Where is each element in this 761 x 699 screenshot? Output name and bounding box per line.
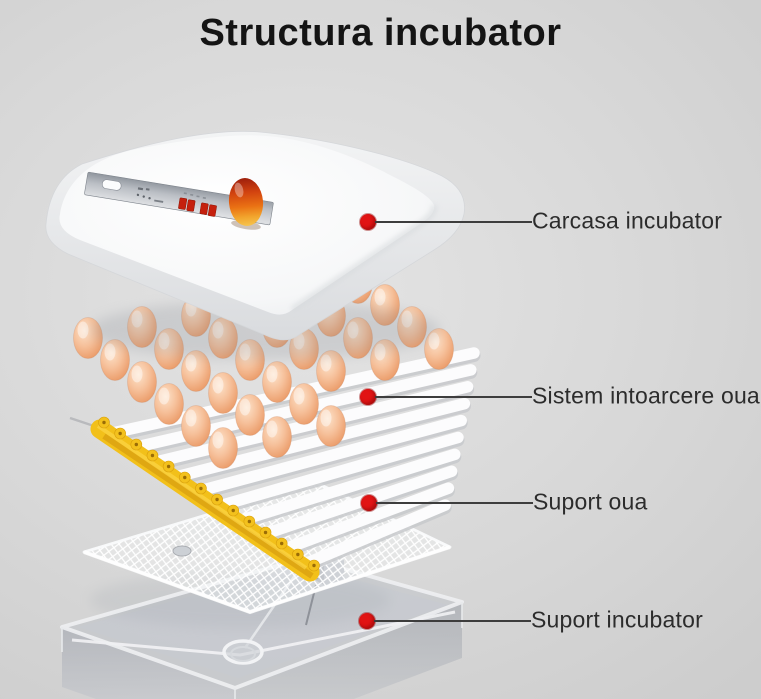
part-label: Sistem intoarcere oua <box>532 382 760 409</box>
candling-egg <box>228 178 264 226</box>
tub-water-well <box>222 639 264 665</box>
page-title: Structura incubator <box>199 12 562 54</box>
leader-line <box>374 620 531 622</box>
part-label: Suport incubator <box>531 606 703 633</box>
leader-line <box>375 221 532 223</box>
part-label: Suport oua <box>533 488 648 515</box>
tub-left-wall <box>62 627 235 699</box>
leader-dot-icon <box>360 214 376 230</box>
tub-right-wall <box>235 602 462 699</box>
carcasa-incubator-illustration <box>45 130 465 360</box>
leader-dot-icon <box>361 495 377 511</box>
part-label: Carcasa incubator <box>532 207 723 234</box>
leader-line <box>376 502 533 504</box>
handle-slot <box>101 179 122 191</box>
mesh-hole <box>172 545 192 557</box>
leader-dot-icon <box>359 613 375 629</box>
gear-rail-teeth <box>98 416 320 572</box>
led-display <box>178 197 217 217</box>
leader-dot-icon <box>360 389 376 405</box>
leader-line <box>375 396 532 398</box>
control-panel <box>84 171 274 226</box>
